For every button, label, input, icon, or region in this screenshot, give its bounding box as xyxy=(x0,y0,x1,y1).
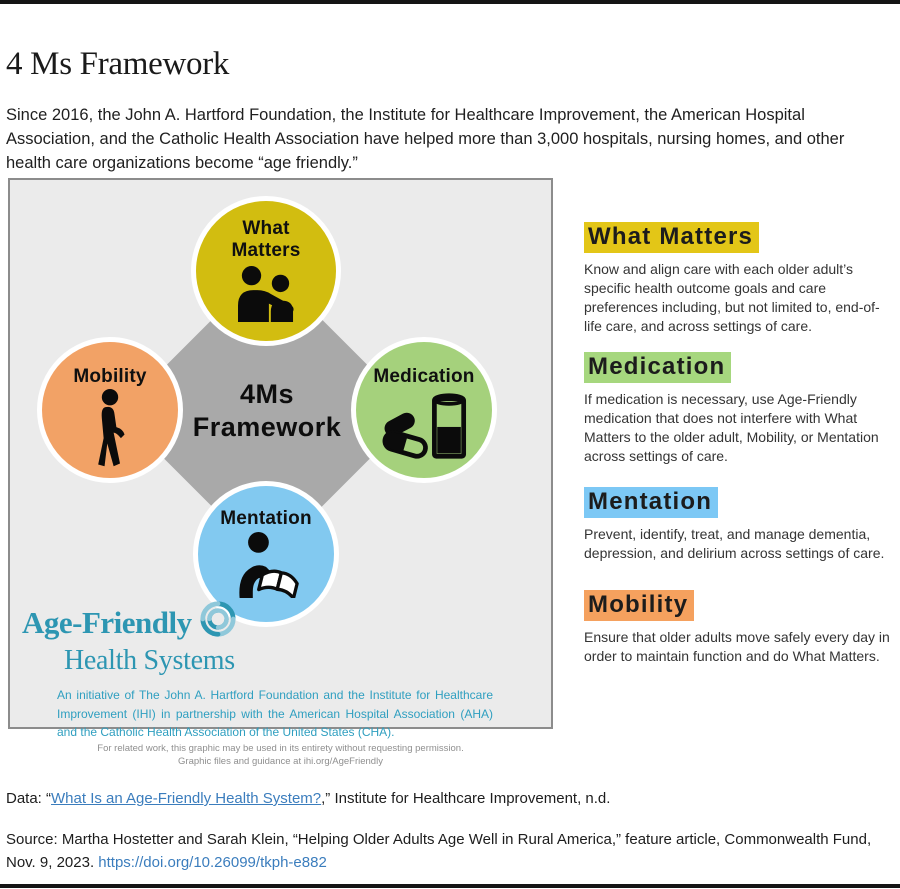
section-mentation-body: Prevent, identify, treat, and manage dem… xyxy=(584,526,885,562)
swirl-logo-icon xyxy=(199,600,237,646)
source-citation-text: Source: Martha Hostetter and Sarah Klein… xyxy=(6,831,872,872)
figure-caption-line2: Graphic files and guidance at ihi.org/Ag… xyxy=(178,756,383,768)
data-citation: Data: “What Is an Age-Friendly Health Sy… xyxy=(6,790,886,807)
circle-mentation-label: Mentation xyxy=(220,508,312,529)
center-label-line2: Framework xyxy=(192,411,342,442)
initiative-note: An initiative of The John A. Hartford Fo… xyxy=(57,688,493,740)
logo-text-line1: Age-Friendly xyxy=(22,605,192,640)
section-what-matters-heading: What Matters xyxy=(584,222,760,253)
section-medication-body: If medication is necessary, use Age-Frie… xyxy=(584,391,879,465)
data-citation-suffix: ,” Institute for Healthcare Improvement,… xyxy=(321,790,611,807)
bottom-rule xyxy=(0,884,900,888)
person-reading-icon xyxy=(226,530,306,599)
section-mobility-heading: Mobility xyxy=(584,590,695,621)
circle-what-matters: What Matters xyxy=(191,196,341,346)
figure-caption: For related work, this graphic may be us… xyxy=(8,742,553,769)
caregiver-icon xyxy=(225,263,307,322)
section-what-matters-body: Know and align care with each older adul… xyxy=(584,261,880,335)
section-mobility: Mobility Ensure that older adults move s… xyxy=(584,590,896,666)
circle-medication-label: Medication xyxy=(373,366,475,387)
pills-and-glass-icon xyxy=(378,388,470,460)
top-rule xyxy=(0,0,900,4)
figure-caption-line1: For related work, this graphic may be us… xyxy=(97,743,464,754)
source-doi-link[interactable]: https://doi.org/10.26099/tkph-e882 xyxy=(98,854,327,872)
logo-text-line2: Health Systems xyxy=(64,645,235,676)
section-medication: Medication If medication is necessary, u… xyxy=(584,352,896,466)
section-mentation: Mentation Prevent, identify, treat, and … xyxy=(584,487,896,563)
circle-what-matters-label: What Matters xyxy=(231,218,301,262)
age-friendly-logo: Age-Friendly Health Systems xyxy=(22,600,237,677)
framework-figure: 4Ms Framework What Matters Mobility xyxy=(8,178,553,739)
data-citation-link[interactable]: What Is an Age-Friendly Health System? xyxy=(51,790,322,807)
circle-mobility-label: Mobility xyxy=(73,366,147,387)
section-medication-heading: Medication xyxy=(584,352,732,383)
section-mobility-body: Ensure that older adults move safely eve… xyxy=(584,629,890,665)
page-title: 4 Ms Framework xyxy=(6,46,230,83)
walking-person-icon xyxy=(87,388,133,469)
section-what-matters: What Matters Know and align care with ea… xyxy=(584,222,896,336)
intro-paragraph: Since 2016, the John A. Hartford Foundat… xyxy=(6,105,845,173)
circle-medication: Medication xyxy=(351,337,497,483)
data-citation-prefix: Data: “ xyxy=(6,790,52,807)
section-mentation-heading: Mentation xyxy=(584,487,719,518)
source-citation: Source: Martha Hostetter and Sarah Klein… xyxy=(6,828,878,875)
center-label: 4Ms Framework xyxy=(157,378,377,444)
circle-mentation: Mentation xyxy=(193,481,339,627)
center-label-line1: 4Ms xyxy=(239,379,295,409)
circle-mobility: Mobility xyxy=(37,337,183,483)
